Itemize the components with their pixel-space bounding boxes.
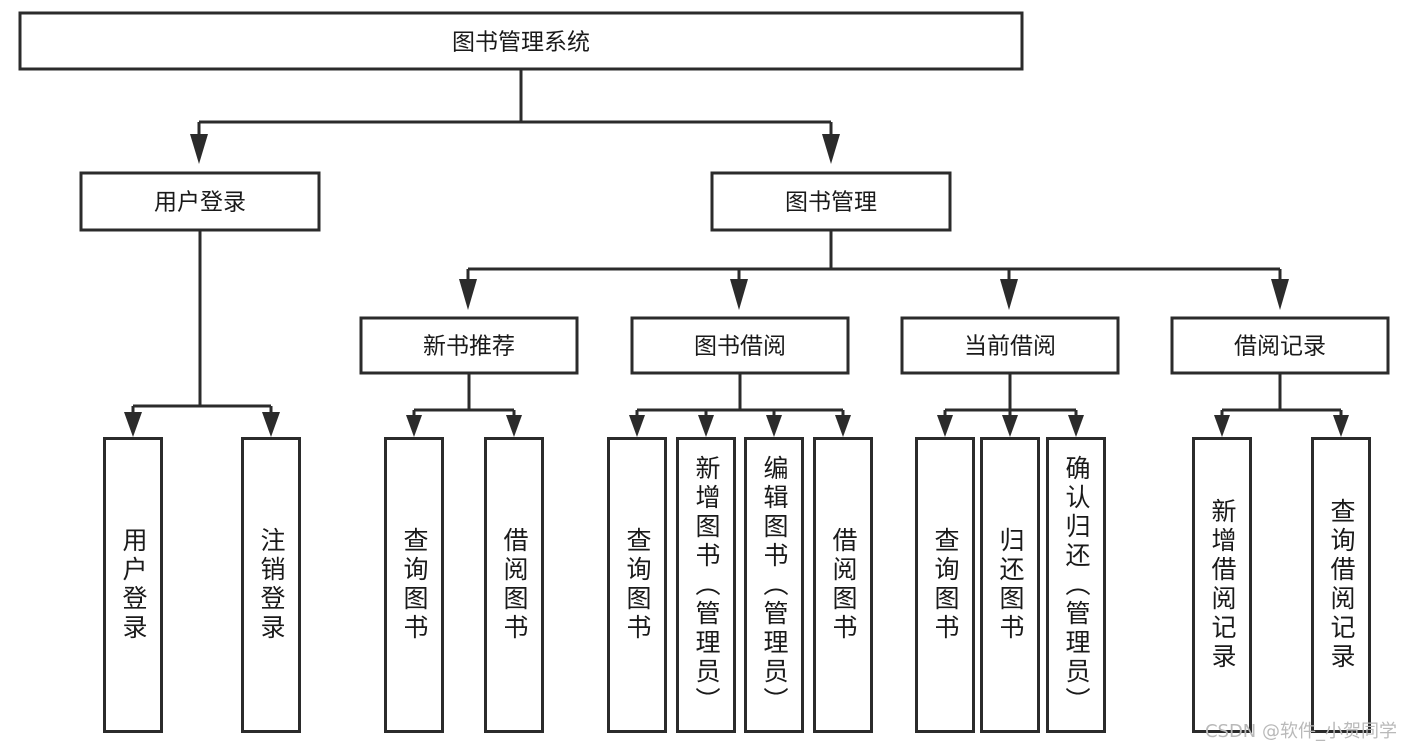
user-login-label: 用户登录 <box>154 190 246 216</box>
new-book-recommend-box <box>359 316 579 375</box>
leaf-query-record-label: 查询借阅记录 <box>1327 498 1356 672</box>
arrowhead-leaf-add-record <box>1214 415 1230 437</box>
node-leaf-add-book[interactable]: 新增图书（管理员） <box>676 437 736 733</box>
arrowhead-leaf-confirm-return <box>1068 415 1084 437</box>
node-leaf-edit-book[interactable]: 编辑图书（管理员） <box>744 437 804 733</box>
node-leaf-borrow-book-2[interactable]: 借阅图书 <box>813 437 873 733</box>
leaf-user-login-label: 用户登录 <box>119 527 148 643</box>
new-book-recommend-label: 新书推荐 <box>423 334 515 360</box>
arrowhead-leaf-add-book <box>698 415 714 437</box>
node-leaf-return-book[interactable]: 归还图书 <box>980 437 1040 733</box>
root-box <box>18 11 1024 71</box>
node-leaf-query-record[interactable]: 查询借阅记录 <box>1311 437 1371 733</box>
arrowhead-leaf-logout <box>262 412 280 437</box>
node-book-management[interactable]: 图书管理 <box>710 171 952 232</box>
node-leaf-user-login[interactable]: 用户登录 <box>103 437 163 733</box>
node-leaf-add-record[interactable]: 新增借阅记录 <box>1192 437 1252 733</box>
leaf-return-book-label: 归还图书 <box>996 527 1025 643</box>
arrowhead-current-borrow <box>1000 279 1018 310</box>
arrowhead-leaf-user-login <box>124 412 142 437</box>
leaf-logout-login-label: 注销登录 <box>257 527 286 643</box>
arrowhead-book-borrow <box>730 279 748 310</box>
arrowhead-new-book-recommend <box>459 279 477 310</box>
leaf-query-book-2-label: 查询图书 <box>623 527 652 643</box>
arrowhead-leaf-borrow-book-2 <box>835 415 851 437</box>
leaf-query-book-3-label: 查询图书 <box>931 527 960 643</box>
leaf-add-book-label: 新增图书（管理员） <box>692 454 721 716</box>
book-borrow-label: 图书借阅 <box>694 334 786 360</box>
current-borrow-box <box>900 316 1120 375</box>
arrowhead-leaf-query-book-1 <box>406 415 422 437</box>
arrowhead-leaf-query-book-2 <box>629 415 645 437</box>
node-borrow-record[interactable]: 借阅记录 <box>1170 316 1390 375</box>
node-leaf-borrow-book-1[interactable]: 借阅图书 <box>484 437 544 733</box>
arrowhead-book-management <box>822 134 840 164</box>
node-user-login[interactable]: 用户登录 <box>79 171 321 232</box>
node-leaf-query-book-1[interactable]: 查询图书 <box>384 437 444 733</box>
node-leaf-query-book-2[interactable]: 查询图书 <box>607 437 667 733</box>
leaf-add-record-label: 新增借阅记录 <box>1208 498 1237 672</box>
arrowhead-leaf-borrow-book-1 <box>506 415 522 437</box>
node-new-book-recommend[interactable]: 新书推荐 <box>359 316 579 375</box>
arrowhead-leaf-return-book <box>1002 415 1018 437</box>
node-current-borrow[interactable]: 当前借阅 <box>900 316 1120 375</box>
node-leaf-confirm-return[interactable]: 确认归还（管理员） <box>1046 437 1106 733</box>
borrow-record-label: 借阅记录 <box>1234 334 1326 360</box>
arrowhead-user-login <box>190 134 208 164</box>
leaf-query-book-1-label: 查询图书 <box>400 527 429 643</box>
leaf-borrow-book-1-label: 借阅图书 <box>500 527 529 643</box>
book-management-label: 图书管理 <box>785 190 877 216</box>
arrowhead-leaf-edit-book <box>766 415 782 437</box>
node-root[interactable]: 图书管理系统 <box>18 11 1024 71</box>
leaf-edit-book-label: 编辑图书（管理员） <box>760 454 789 716</box>
node-leaf-query-book-3[interactable]: 查询图书 <box>915 437 975 733</box>
root-label: 图书管理系统 <box>452 30 590 56</box>
leaf-confirm-return-label: 确认归还（管理员） <box>1062 454 1091 716</box>
current-borrow-label: 当前借阅 <box>964 334 1056 360</box>
node-book-borrow[interactable]: 图书借阅 <box>630 316 850 375</box>
arrowhead-borrow-record <box>1271 279 1289 310</box>
arrowhead-leaf-query-book-3 <box>937 415 953 437</box>
node-leaf-logout-login[interactable]: 注销登录 <box>241 437 301 733</box>
leaf-borrow-book-2-label: 借阅图书 <box>829 527 858 643</box>
arrowhead-leaf-query-record <box>1333 415 1349 437</box>
